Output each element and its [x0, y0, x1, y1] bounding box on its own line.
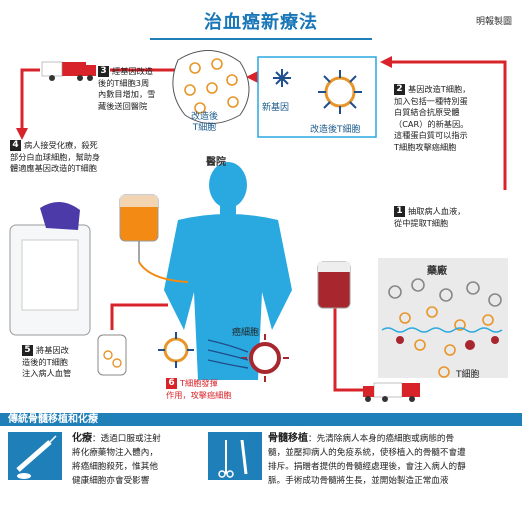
- factory-panel: [378, 258, 508, 378]
- step-4-number: 4: [10, 140, 21, 151]
- bmt-icon-box: [208, 432, 262, 480]
- step-1-number: 1: [394, 206, 405, 217]
- factory-label: 藥廠: [427, 266, 447, 277]
- step-6-text: T細胞發揮 作用，攻擊癌細胞: [166, 378, 232, 400]
- step-3-text: 經基因改造 後的T細胞3周 內數目增加，雪 藏後送回醫院: [98, 66, 156, 111]
- cancer-cell-attack: [207, 334, 289, 382]
- surgical-tools-icon: [218, 439, 248, 478]
- step-2-text: 基因改造T細胞， 加入包括一種特別蛋 白質結合抗原受體 （CAR）的新基因。 這…: [394, 84, 471, 152]
- chemo-text: ：透過口服或注射 將化療藥物注入體內， 將癌細胞殺死，惟其他 健康細胞亦會受影響: [72, 434, 161, 486]
- process-diagram: [9, 50, 508, 402]
- modified-t-cell-box-label: 改造後T細胞: [310, 125, 361, 135]
- t-cell-infusion-bag: [97, 334, 127, 376]
- syringe-icon: [16, 435, 57, 479]
- bmt-text: ：先清除病人本身的癌細胞或病態的骨 髓，並壓抑病人的免疫系統，使移植入的骨髓不會…: [268, 434, 466, 486]
- gene-box: [257, 56, 377, 138]
- chemo-title: 化療: [72, 433, 92, 444]
- page-title: 治血癌新療法: [204, 12, 318, 33]
- truck-icon-bottom: [363, 382, 420, 402]
- step-2-number: 2: [394, 84, 405, 95]
- step-5-number: 5: [22, 345, 33, 356]
- t-cell-with-car: [318, 70, 362, 114]
- chemo-icon-box: [8, 432, 62, 480]
- traditional-section-title: 傳統骨髓移植和化療: [8, 414, 98, 425]
- step-4-text: 病人接受化療，殺死 部分白血球細胞，幫助身 體適應基因改造的T細胞: [10, 140, 101, 173]
- truck-icon-top: [41, 61, 96, 81]
- new-gene-label: 新基因: [262, 103, 290, 113]
- bmt-description: 骨髓移植：先清除病人本身的癌細胞或病態的骨 髓，並壓抑病人的免疫系統，使移植入的…: [268, 432, 518, 488]
- bmt-title: 骨髓移植: [268, 433, 308, 444]
- modified-t-cell-top-label: 改造後 T細胞: [191, 112, 219, 133]
- modified-t-cells-cluster: [172, 50, 250, 124]
- chemo-description: 化療：透過口服或注射 將化療藥物注入體內， 將癌細胞殺死，惟其他 健康細胞亦會受…: [72, 432, 202, 488]
- step-1-text: 抽取病人血液， 從中提取T細胞: [394, 206, 466, 228]
- patient-body: [164, 162, 292, 380]
- traditional-section-bar: [0, 413, 522, 426]
- step-3-number: 3: [98, 66, 109, 77]
- new-gene-icon: [273, 69, 291, 87]
- credit-label: 明報製圖: [475, 17, 512, 27]
- t-cell-attacking: [158, 332, 194, 368]
- step-6-number: 6: [166, 378, 177, 389]
- step-5-text: 將基因改 造後的T細胞 注入病人血管: [22, 345, 72, 378]
- hospital-label: 醫院: [206, 157, 226, 168]
- blood-bag: [317, 261, 351, 309]
- t-cell-label: T細胞: [456, 370, 480, 380]
- cancer-cell-label: 癌細胞: [232, 328, 260, 338]
- title-rule: [150, 38, 372, 40]
- iv-bag-chemo: [119, 194, 189, 283]
- infusion-pack: [9, 201, 91, 336]
